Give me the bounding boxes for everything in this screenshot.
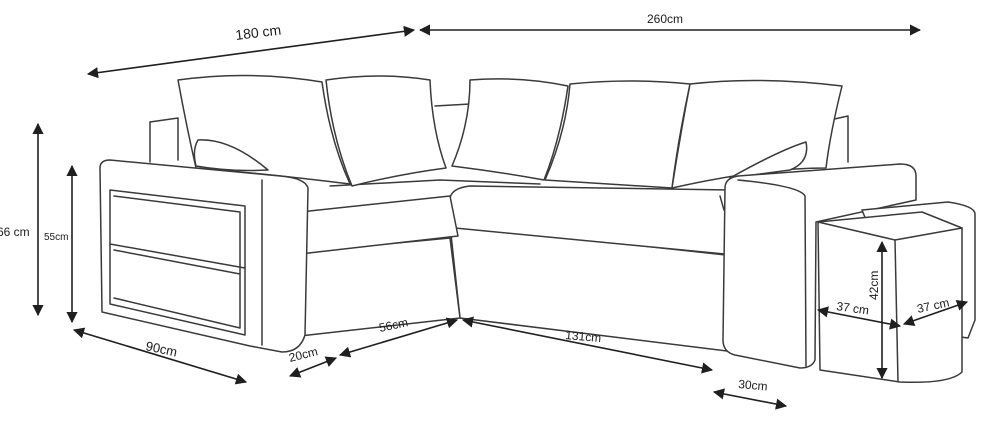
label-pouf-height: 42cm: [867, 271, 881, 300]
label-total-height: 66 cm: [0, 225, 30, 239]
sofa-drawing: [99, 74, 976, 384]
label-armrest-width: 20cm: [287, 344, 319, 365]
label-pouf-width: 37 cm: [836, 299, 870, 317]
label-back-left-width: 180 cm: [234, 22, 282, 43]
label-left-depth: 90cm: [144, 338, 178, 359]
label-back-right-width: 260cm: [647, 12, 683, 26]
label-armrest-height: 55cm: [44, 232, 68, 243]
label-seat-depth-left: 56cm: [378, 315, 410, 335]
label-pouf-depth: 37 cm: [916, 295, 951, 315]
label-right-armrest-width: 30cm: [738, 377, 768, 394]
dimension-labels: 180 cm 260cm 66 cm 55cm 90cm 20cm 56cm 1…: [0, 12, 951, 394]
dimension-lines: [32, 24, 969, 410]
label-seat-length-right: 131cm: [565, 328, 602, 345]
